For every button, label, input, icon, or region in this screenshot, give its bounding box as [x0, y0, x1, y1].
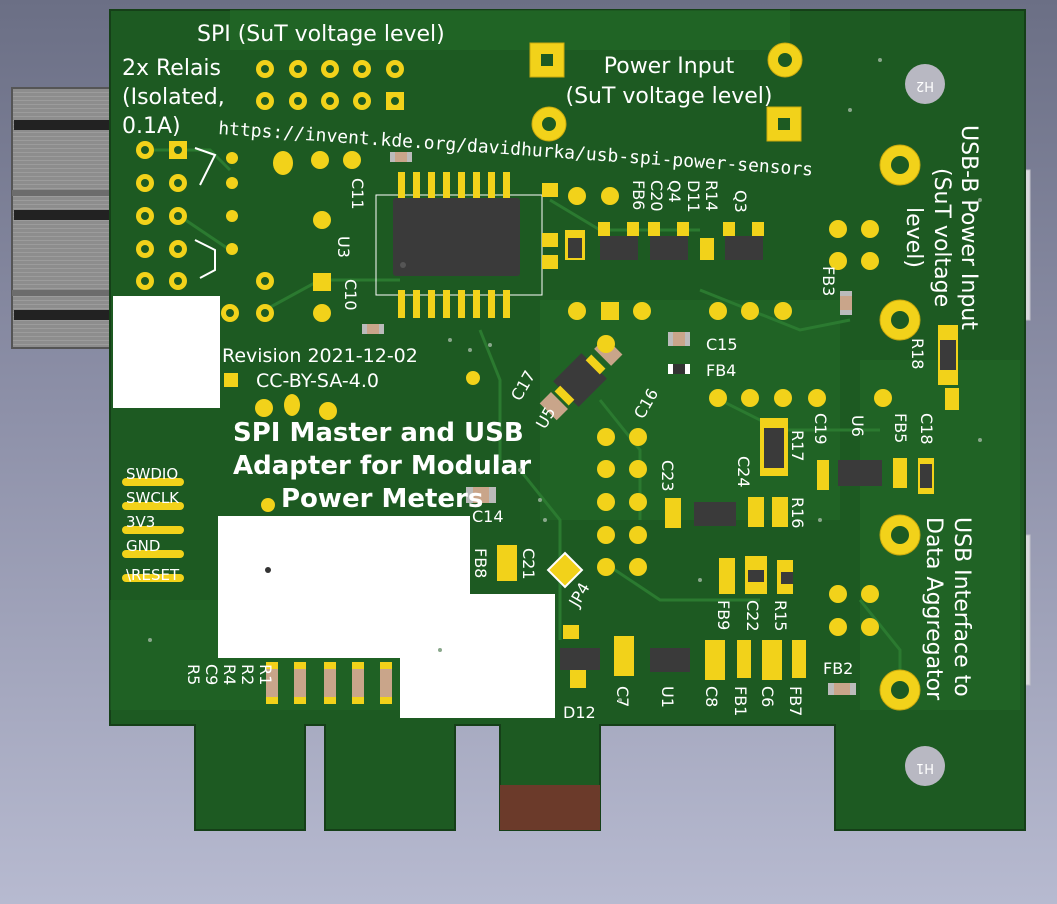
ref-fb7: FB7: [786, 686, 805, 716]
ref-c10: C10: [341, 279, 360, 311]
ref-r16: R16: [788, 497, 807, 528]
ref-c20: C20: [647, 180, 666, 212]
ref-r5: R5: [184, 664, 203, 685]
ref-fb3: FB3: [819, 266, 838, 296]
relay-pads: [136, 141, 274, 322]
ref-r2: R2: [238, 664, 257, 685]
ref-c7: C7: [613, 686, 632, 707]
license-label: CC-BY-SA-4.0: [256, 370, 379, 392]
title-line-3: Power Meters: [281, 484, 483, 514]
swd-reset-label: \RESET: [126, 566, 180, 584]
ref-c15: C15: [706, 335, 738, 354]
relais-label-2: (Isolated,: [122, 85, 225, 110]
power-label-2: (SuT voltage level): [565, 84, 772, 109]
blank-areas: [113, 296, 555, 718]
ref-r4: R4: [220, 664, 239, 685]
revision-label: Revision 2021-12-02: [222, 345, 418, 367]
ref-c11: C11: [348, 178, 367, 210]
usb-if-label-2: Data Aggregator: [921, 517, 946, 701]
ref-c22: C22: [743, 600, 762, 632]
ref-u6: U6: [848, 415, 867, 437]
swd-3v3-label: 3V3: [126, 513, 155, 531]
tht-pads-middle: [568, 187, 892, 636]
ref-r14: R14: [702, 180, 721, 211]
usb-b-label-1: USB-B Power Input: [956, 125, 981, 330]
title-line-2: Adapter for Modular: [233, 451, 531, 481]
tiny-hole: [265, 567, 271, 573]
ref-c24: C24: [734, 456, 753, 488]
ref-fb4: FB4: [706, 361, 736, 380]
ref-fb9: FB9: [714, 600, 733, 630]
ref-u3: U3: [334, 236, 353, 258]
ref-c23: C23: [658, 460, 677, 492]
ref-c8: C8: [702, 686, 721, 707]
ref-c14: C14: [472, 507, 504, 526]
vias: [148, 58, 982, 702]
smd-components: [266, 152, 959, 704]
power-label-1: Power Input: [604, 54, 735, 79]
spi-label: SPI (SuT voltage level): [197, 22, 445, 47]
ref-r1: R1: [256, 664, 275, 685]
u3-pads: [224, 151, 480, 512]
ref-fb8: FB8: [471, 548, 490, 578]
relais-label-1: 2x Relais: [122, 56, 221, 81]
ref-c9: C9: [202, 664, 221, 685]
spi-header: [256, 60, 404, 110]
ref-fb1: FB1: [731, 686, 750, 716]
usb-b-label-2: (SuT voltage: [929, 168, 954, 307]
main-ic: [375, 172, 543, 318]
ref-c21: C21: [519, 548, 538, 580]
mounting-hole-h1: H1: [905, 746, 945, 786]
title-line-1: SPI Master and USB: [233, 418, 524, 448]
ref-d11: D11: [684, 180, 703, 213]
swd-swclk-label: SWCLK: [126, 489, 180, 507]
copper-traces: [145, 148, 902, 700]
ref-q3: Q3: [731, 190, 750, 213]
ref-c19: C19: [811, 413, 830, 445]
usb-if-label-1: USB Interface to: [949, 517, 974, 697]
usb-b-label-3: level): [901, 207, 926, 268]
swd-gnd-label: GND: [126, 537, 160, 555]
ref-r18: R18: [908, 338, 927, 369]
ref-r15: R15: [771, 600, 790, 631]
card-edge-copper: [500, 785, 600, 830]
ref-q4: Q4: [665, 180, 684, 203]
reference-designators: C11 U3 C10 FB6 C20 Q4 D11 R14 Q3 FB3 R18…: [184, 178, 936, 722]
ref-d12: D12: [563, 703, 596, 722]
large-pads: [529, 42, 921, 711]
ref-fb5: FB5: [891, 413, 910, 443]
h2-label: H2: [916, 78, 934, 93]
ref-c6: C6: [758, 686, 777, 707]
relais-label-3: 0.1A): [122, 114, 181, 139]
swd-swdio-label: SWDIO: [126, 465, 178, 483]
ref-c18: C18: [917, 413, 936, 445]
ref-r17: R17: [788, 430, 807, 461]
ref-fb2: FB2: [823, 659, 853, 678]
swd-pads: [122, 478, 184, 582]
mounting-hole-h2: H2: [905, 64, 945, 104]
ref-fb6: FB6: [629, 180, 648, 210]
ref-u1: U1: [658, 686, 677, 708]
h1-label: H1: [916, 760, 934, 775]
